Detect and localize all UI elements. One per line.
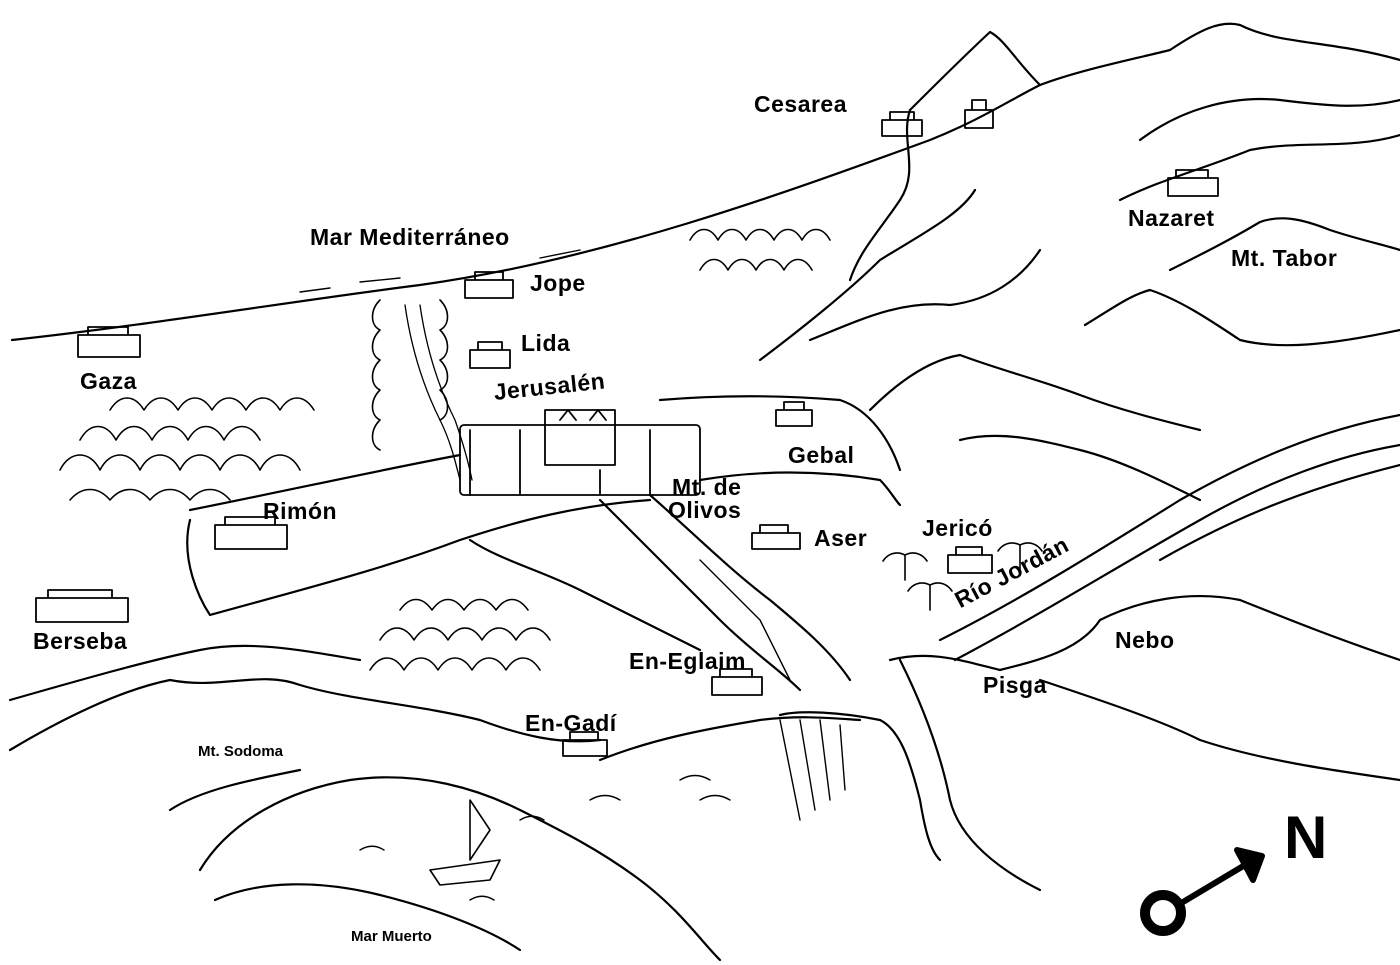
label-en-gadi: En-Gadí <box>525 710 617 736</box>
boat-icon <box>429 799 501 886</box>
label-gaza: Gaza <box>80 368 137 394</box>
label-mar-mediterraneo: Mar Mediterráneo <box>310 224 510 250</box>
eneglaim-town-icon <box>711 668 763 696</box>
northern-ridge <box>848 30 1042 282</box>
dead-sea-shore <box>198 776 722 962</box>
label-lida: Lida <box>521 330 571 356</box>
jope-town-icon <box>464 271 514 299</box>
cesarea-forest <box>689 228 831 271</box>
central-ridge <box>758 188 977 362</box>
dead-sea-ripples <box>359 774 731 901</box>
pisga-cliff <box>898 658 1042 892</box>
cliff-hatching <box>779 719 846 821</box>
lida-town-icon <box>469 341 511 369</box>
label-rimon: Rimón <box>263 498 338 524</box>
dead-sea-coast-east <box>598 716 862 762</box>
label-berseba: Berseba <box>33 628 128 654</box>
stream <box>699 559 791 681</box>
mt-sodoma-ridge <box>8 678 602 752</box>
label-pisga: Pisga <box>983 672 1047 698</box>
jerico-palms <box>882 542 1043 611</box>
label-mt-de-olivos-2: Olivos <box>668 497 742 523</box>
label-gebal: Gebal <box>788 442 855 468</box>
kidron-valley-right <box>648 493 852 682</box>
engadi-forest <box>369 598 551 671</box>
berseba-town-icon <box>35 589 129 623</box>
jope-river-trees <box>371 299 473 481</box>
northern-ridge-far <box>1038 22 1400 87</box>
label-aser: Aser <box>814 525 868 551</box>
label-jerico: Jericó <box>922 515 993 541</box>
cesarea-tower-icon <box>964 99 994 129</box>
nazaret-hills <box>1118 133 1400 202</box>
label-en-eglaim: En-Eglaim <box>629 648 746 674</box>
north-arrow-icon <box>1140 847 1265 936</box>
judean-hills-slope <box>958 434 1202 502</box>
jordan-river-east <box>1158 463 1400 562</box>
jordan-river-bank-lower <box>953 443 1400 662</box>
east-plateau <box>698 471 902 507</box>
rimon-town-icon <box>214 516 288 550</box>
east-plateau-edge <box>658 395 902 472</box>
label-nazaret: Nazaret <box>1128 205 1215 231</box>
coastline-shading <box>299 249 581 293</box>
label-mt-de-olivos-1: Mt. de <box>672 474 742 500</box>
gaza-forest <box>59 397 315 501</box>
judean-hills-north <box>868 353 1202 432</box>
label-cesarea: Cesarea <box>754 91 848 117</box>
dead-sea-inner <box>213 883 522 952</box>
jerusalem-plateau-front <box>186 498 652 617</box>
jordan-river-bank-upper <box>938 413 1400 642</box>
label-jope: Jope <box>530 270 586 296</box>
plateau-cliff <box>468 538 702 652</box>
aser-town-icon <box>751 524 801 550</box>
southern-hills <box>8 644 362 702</box>
label-mt-tabor: Mt. Tabor <box>1231 245 1338 271</box>
label-mar-muerto: Mar Muerto <box>351 928 432 945</box>
nazaret-hills-2 <box>1138 97 1400 142</box>
label-nebo: Nebo <box>1115 627 1175 653</box>
gaza-town-icon <box>77 326 141 358</box>
cesarea-town-icon <box>881 111 923 137</box>
label-mt-sodoma: Mt. Sodoma <box>198 743 283 760</box>
nebo-slope <box>1038 678 1400 782</box>
cliff-outline <box>778 711 942 862</box>
kidron-valley-left <box>598 498 802 692</box>
dead-sea-west-shore <box>168 768 302 812</box>
jerico-town-icon <box>947 546 993 574</box>
gebal-town-icon <box>775 401 813 427</box>
pisga-mountain <box>888 595 1400 672</box>
jerusalem-plateau-top <box>188 453 462 512</box>
nazaret-town-icon <box>1167 169 1219 197</box>
tabor-foothill <box>1083 288 1400 347</box>
tabor-mountain <box>1168 217 1400 272</box>
jerusalem-city <box>459 409 701 496</box>
compass-north-label: N <box>1284 804 1328 871</box>
central-ridge-2 <box>808 248 1042 342</box>
mediterranean-coastline <box>10 83 1042 342</box>
